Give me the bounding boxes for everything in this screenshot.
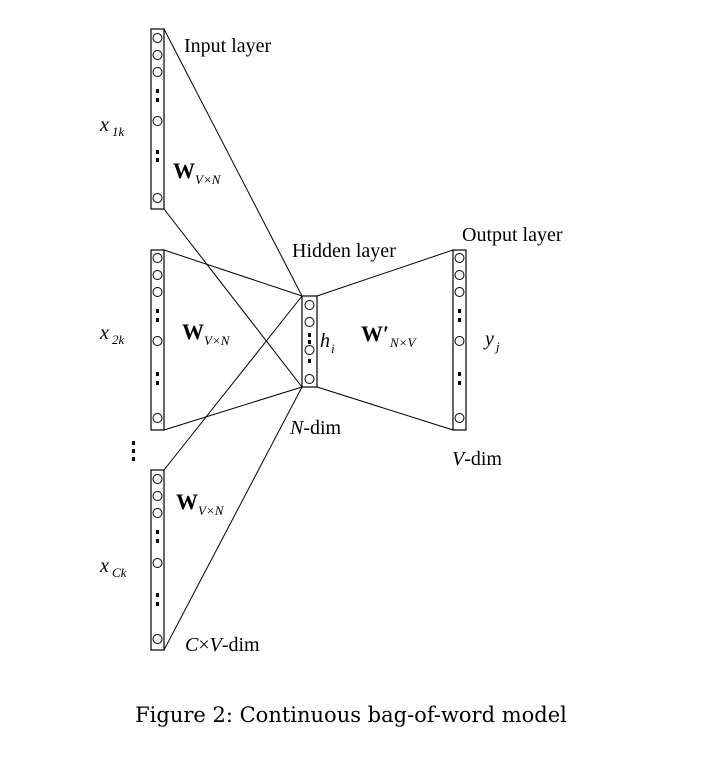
svg-text:V×N: V×N bbox=[198, 503, 225, 518]
svg-text:N×V: N×V bbox=[389, 335, 417, 350]
weight-prime-label: W′ N×V bbox=[361, 321, 417, 350]
svg-text:V×N: V×N bbox=[195, 172, 222, 187]
edge-input2-top-hidden bbox=[163, 249, 303, 297]
output-unit-label: y j bbox=[483, 328, 500, 354]
svg-text:x: x bbox=[99, 114, 109, 136]
svg-text:W′: W′ bbox=[361, 321, 389, 346]
svg-text:C×V-dim: C×V-dim bbox=[185, 634, 260, 656]
edge-inputc-top-hidden bbox=[163, 295, 303, 471]
cv-dim-label: C×V-dim bbox=[185, 634, 260, 656]
svg-text:x: x bbox=[99, 555, 109, 577]
edge-hidden-top-output bbox=[316, 249, 454, 297]
svg-text:j: j bbox=[494, 339, 500, 354]
svg-text:1k: 1k bbox=[112, 124, 125, 139]
edge-input1-bottom-hidden bbox=[163, 208, 303, 388]
edge-input1-top-hidden bbox=[163, 28, 303, 297]
output-vector bbox=[452, 249, 467, 431]
svg-text:h: h bbox=[320, 330, 330, 352]
xck-label: x Ck bbox=[99, 555, 127, 580]
edge-inputc-bottom-hidden bbox=[163, 386, 303, 651]
figure-caption: Figure 2: Continuous bag-of-word model bbox=[135, 703, 567, 727]
input-vector-c bbox=[150, 469, 165, 651]
svg-text:2k: 2k bbox=[112, 332, 125, 347]
edge-hidden-bottom-output bbox=[316, 386, 454, 431]
svg-text:Ck: Ck bbox=[112, 565, 127, 580]
x2k-label: x 2k bbox=[99, 322, 125, 347]
svg-text:V-dim: V-dim bbox=[452, 448, 502, 470]
svg-text:W: W bbox=[176, 489, 198, 514]
svg-text:W: W bbox=[182, 319, 204, 344]
x1k-label: x 1k bbox=[99, 114, 125, 139]
input-vector-2 bbox=[150, 249, 165, 431]
hidden-vector bbox=[301, 295, 318, 388]
svg-text:i: i bbox=[331, 341, 335, 356]
svg-text:y: y bbox=[483, 328, 494, 350]
weight-label-1: W V×N bbox=[173, 158, 222, 187]
svg-text:V×N: V×N bbox=[204, 333, 231, 348]
input-ellipsis bbox=[132, 441, 135, 461]
hidden-layer-label: Hidden layer bbox=[292, 240, 396, 262]
hidden-unit-label: h i bbox=[320, 330, 335, 356]
connections bbox=[163, 28, 454, 651]
input-vector-1 bbox=[150, 28, 165, 210]
n-dim-label: N-dim bbox=[289, 417, 342, 439]
svg-text:N-dim: N-dim bbox=[289, 417, 342, 439]
output-layer-label: Output layer bbox=[462, 224, 563, 246]
weight-label-c: W V×N bbox=[176, 489, 225, 518]
v-dim-label: V-dim bbox=[452, 448, 502, 470]
weight-label-2: W V×N bbox=[182, 319, 231, 348]
svg-text:x: x bbox=[99, 322, 109, 344]
input-layer-label: Input layer bbox=[184, 35, 272, 57]
svg-text:W: W bbox=[173, 158, 195, 183]
edge-input2-bottom-hidden bbox=[163, 386, 303, 431]
